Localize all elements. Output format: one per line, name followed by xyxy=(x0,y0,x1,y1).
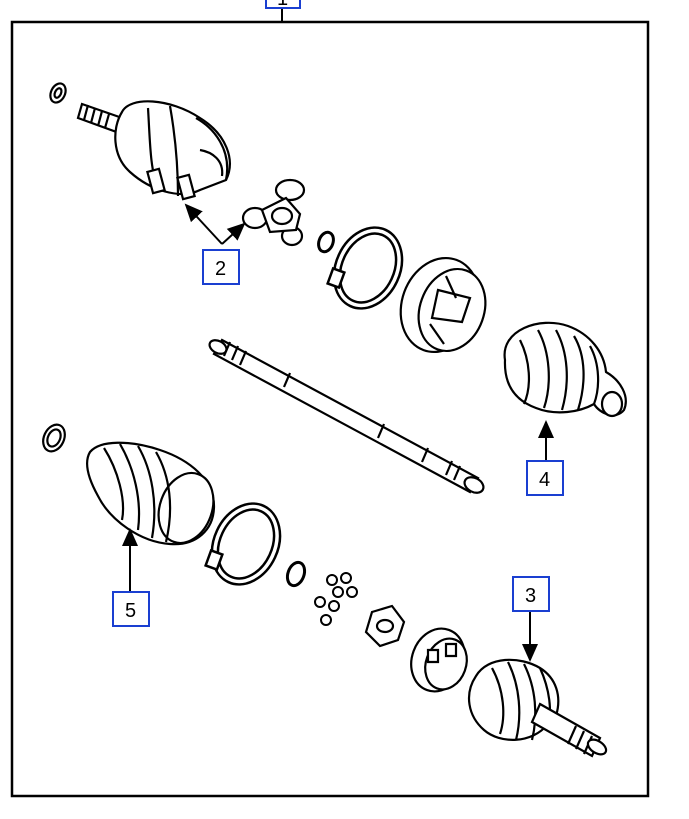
bearing-balls xyxy=(315,573,357,625)
leader-lines xyxy=(122,203,554,662)
boot-clamp-lower xyxy=(199,492,293,595)
inner-boot xyxy=(505,323,626,416)
callout-1[interactable]: 1 xyxy=(265,0,301,10)
callout-2-label: 2 xyxy=(215,258,226,280)
callout-3-label: 3 xyxy=(525,585,536,607)
tripod-spider xyxy=(243,180,304,245)
inner-race xyxy=(366,606,404,646)
outer-boot xyxy=(39,421,223,551)
diagram-frame xyxy=(10,20,650,798)
callout-5[interactable]: 5 xyxy=(112,591,150,627)
callout-4-label: 4 xyxy=(539,469,550,491)
callout-5-label: 5 xyxy=(125,600,136,622)
axle-shaft xyxy=(207,337,486,495)
circlip-ring xyxy=(317,230,335,254)
callout-2[interactable]: 2 xyxy=(202,249,240,285)
bearing-cage-lower xyxy=(403,621,474,699)
outer-cv-joint xyxy=(469,660,609,758)
callout-1-label: 1 xyxy=(277,0,288,10)
callout-4[interactable]: 4 xyxy=(526,460,564,496)
bearing-cage-upper xyxy=(388,247,497,363)
boot-clamp-upper xyxy=(321,216,415,319)
retaining-ring xyxy=(285,560,307,588)
inner-joint-housing xyxy=(47,81,229,199)
callout-3[interactable]: 3 xyxy=(512,576,550,612)
